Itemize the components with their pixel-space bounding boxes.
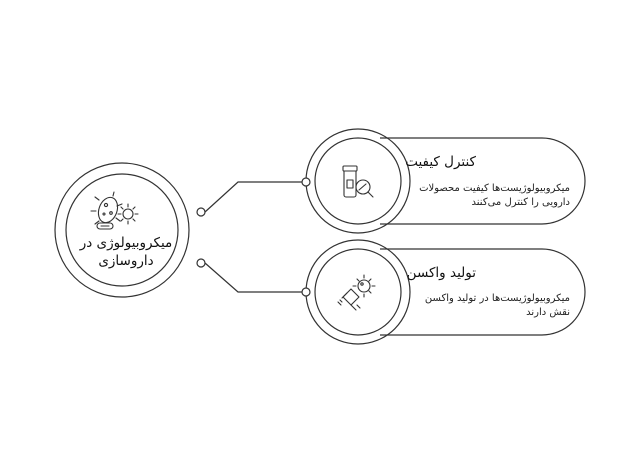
card-quality-control-outline <box>380 137 586 225</box>
microbes-icon <box>90 191 139 230</box>
vaccine-production-title: تولید واکسن <box>406 265 476 281</box>
quality-control-title: کنترل کیفیت <box>405 154 476 170</box>
vaccine-production-description: میکروبیولوژیست‌ها در تولید واکسن نقش دار… <box>424 293 570 318</box>
item1-inner-ring <box>314 137 402 225</box>
item1-outer-ring <box>305 128 411 234</box>
connector-dot <box>196 207 206 217</box>
connector-vaccine-production <box>204 262 302 293</box>
connector-quality-control <box>204 181 302 213</box>
quality-control-description: میکروبیولوژیست‌ها کیفیت محصولات دارویی ر… <box>419 183 570 208</box>
connector-dot <box>196 258 206 268</box>
center-inner-ring <box>65 173 179 287</box>
center-topic-label: میکروبیولوژی در داروسازی <box>79 235 173 269</box>
center-outer-ring <box>54 162 190 298</box>
vaccine-syringe-icon <box>337 274 376 311</box>
medicine-inspection-icon <box>342 165 374 198</box>
connector-dot <box>301 287 311 297</box>
item2-inner-ring <box>314 248 402 336</box>
connector-dot <box>301 177 311 187</box>
card-vaccine-production-outline <box>380 248 586 336</box>
item2-outer-ring <box>305 239 411 345</box>
